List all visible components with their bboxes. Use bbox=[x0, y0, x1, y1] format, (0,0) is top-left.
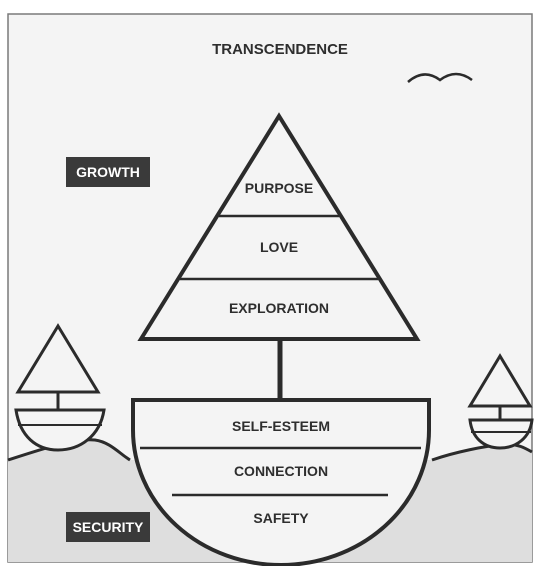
security-badge bbox=[66, 512, 150, 542]
growth-badge-label: GROWTH bbox=[76, 164, 140, 180]
wave-left bbox=[7, 438, 131, 462]
small-boat-icon bbox=[467, 353, 534, 450]
diagram-title: TRANSCENDENCE bbox=[212, 41, 348, 58]
water-left bbox=[8, 439, 130, 562]
bird-icon bbox=[407, 72, 473, 83]
hull-level-self-esteem: SELF-ESTEEM bbox=[232, 418, 330, 434]
sail-level-purpose: PURPOSE bbox=[245, 180, 313, 196]
small-boat-icon bbox=[14, 323, 106, 452]
main-hull bbox=[131, 398, 431, 567]
sail-level-love: LOVE bbox=[260, 239, 298, 255]
hull-level-safety: SAFETY bbox=[253, 510, 309, 526]
security-badge-label: SECURITY bbox=[73, 519, 144, 535]
sail-level-exploration: EXPLORATION bbox=[229, 300, 329, 316]
growth-badge bbox=[66, 157, 150, 187]
hull-level-connection: CONNECTION bbox=[234, 463, 328, 479]
